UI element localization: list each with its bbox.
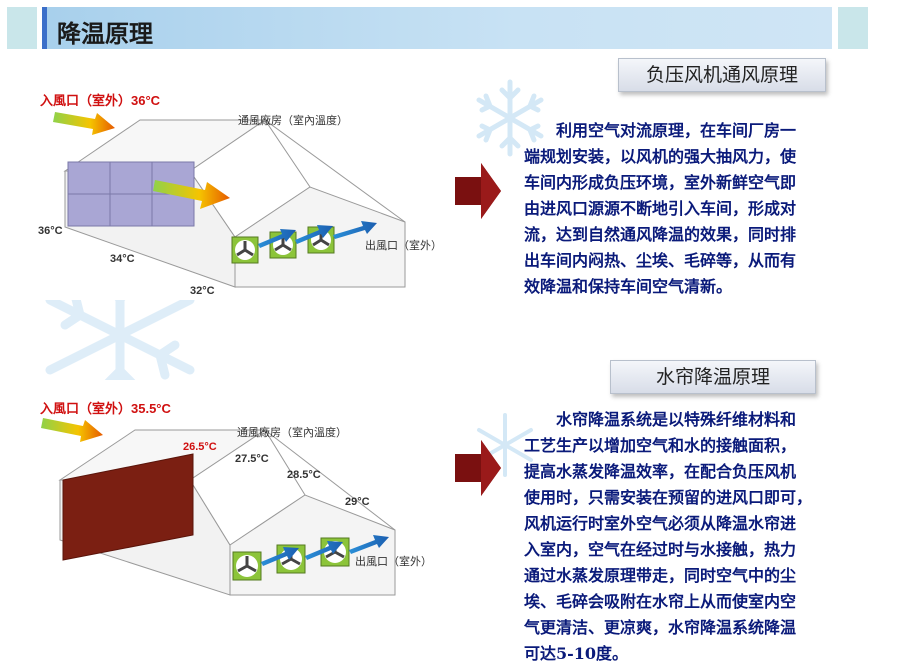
section2-heading: 水帘降温原理 — [610, 360, 816, 394]
title-deco-left — [7, 7, 37, 49]
section2-heading-text: 水帘降温原理 — [655, 366, 770, 388]
temp-1-label: 26.5°C — [183, 441, 217, 453]
section1-heading-text: 负压风机通风原理 — [645, 64, 798, 86]
section1-heading: 负压风机通风原理 — [618, 58, 826, 92]
temp-4-label: 29°C — [345, 496, 370, 508]
outlet-airflow-arrow — [258, 229, 296, 248]
outlet-airflow-arrow — [305, 541, 343, 560]
outlet-airflow-arrow — [295, 225, 333, 244]
temp-mid-label: 34°C — [110, 253, 135, 265]
inlet-label: 入風口（室外）36°C — [40, 93, 161, 108]
title-deco-right — [838, 7, 868, 49]
description-line: 由进风口源源不断地引入车间，形成对 — [524, 199, 797, 218]
page-title: 降温原理 — [57, 19, 153, 48]
internal-airflow-arrow — [153, 180, 230, 209]
description-line: 气更清洁、更凉爽，水帘降温系统降温 — [524, 618, 797, 637]
description-line: 车间内形成负压环境，室外新鲜空气即 — [524, 173, 797, 192]
description-line: 出车间内闷热、尘埃、毛碎等，从而有 — [524, 251, 797, 270]
description-line: 水帘降温系统是以特殊纤维材料和 — [524, 410, 797, 429]
temp-2-label: 27.5°C — [235, 453, 269, 465]
description-line: 提高水蒸发降温效率，在配合负压风机 — [524, 462, 797, 481]
temp-right-label: 32°C — [190, 285, 215, 297]
description-line: 使用时，只需安装在预留的进风口即可， — [524, 488, 813, 507]
description-line: 入室内，空气在经过时与水接触，热力 — [524, 540, 797, 559]
section2-description: 水帘降温系统是以特殊纤维材料和 工艺生产以增加空气和水的接触面积， 提高水蒸发降… — [524, 407, 894, 667]
room-label: 通風廠房（室內溫度） — [238, 113, 348, 127]
water-curtain-panel — [62, 453, 194, 561]
title-bar: 降温原理 — [42, 7, 832, 49]
outlet-airflow-arrow — [261, 547, 299, 566]
outlet-airflow-arrow — [349, 535, 389, 554]
temp-3-label: 28.5°C — [287, 469, 321, 481]
inlet-airflow-arrow — [53, 112, 115, 135]
outlet-airflow-arrow — [333, 221, 377, 239]
room-label: 通風廠房（室內溫度） — [237, 425, 347, 439]
inlet-panel — [67, 161, 195, 227]
description-line: 流，达到自然通风降温的效果，同时排 — [524, 225, 797, 244]
outlet-label: 出風口（室外） — [365, 238, 442, 252]
description-line: 可达5-10度。 — [524, 644, 629, 663]
outlet-label: 出風口（室外） — [355, 554, 432, 568]
section1-description: 利用空气对流原理，在车间厂房一 端规划安装，以风机的强大抽风力，使 车间内形成负… — [524, 118, 894, 300]
description-line: 通过水蒸发原理带走，同时空气中的尘 — [524, 566, 797, 585]
description-line: 风机运行时室外空气必须从降温水帘进 — [524, 514, 797, 533]
fan-ventilation-diagram: 入風口（室外）36°C 通風廠房（室內溫度） 出風口（室外） 36°C 34°C… — [20, 72, 445, 300]
description-line: 埃、毛碎会吸附在水帘上从而使室内空 — [524, 592, 797, 611]
inlet-airflow-arrow — [41, 418, 103, 442]
description-line: 端规划安装，以风机的强大抽风力，使 — [524, 147, 797, 166]
pointer-arrow-icon — [455, 163, 501, 219]
pointer-arrow-icon — [455, 440, 501, 496]
description-line: 利用空气对流原理，在车间厂房一 — [524, 121, 797, 140]
description-line: 工艺生产以增加空气和水的接触面积， — [524, 436, 797, 455]
water-curtain-diagram: 入風口（室外）35.5°C 通風廠房（室內溫度） 出風口（室外） 26.5°C … — [15, 380, 445, 615]
snowflake-icon — [476, 79, 544, 157]
description-line: 效降温和保持车间空气清新。 — [524, 277, 733, 296]
inlet-label: 入風口（室外）35.5°C — [40, 401, 172, 416]
temp-left-label: 36°C — [38, 225, 63, 237]
